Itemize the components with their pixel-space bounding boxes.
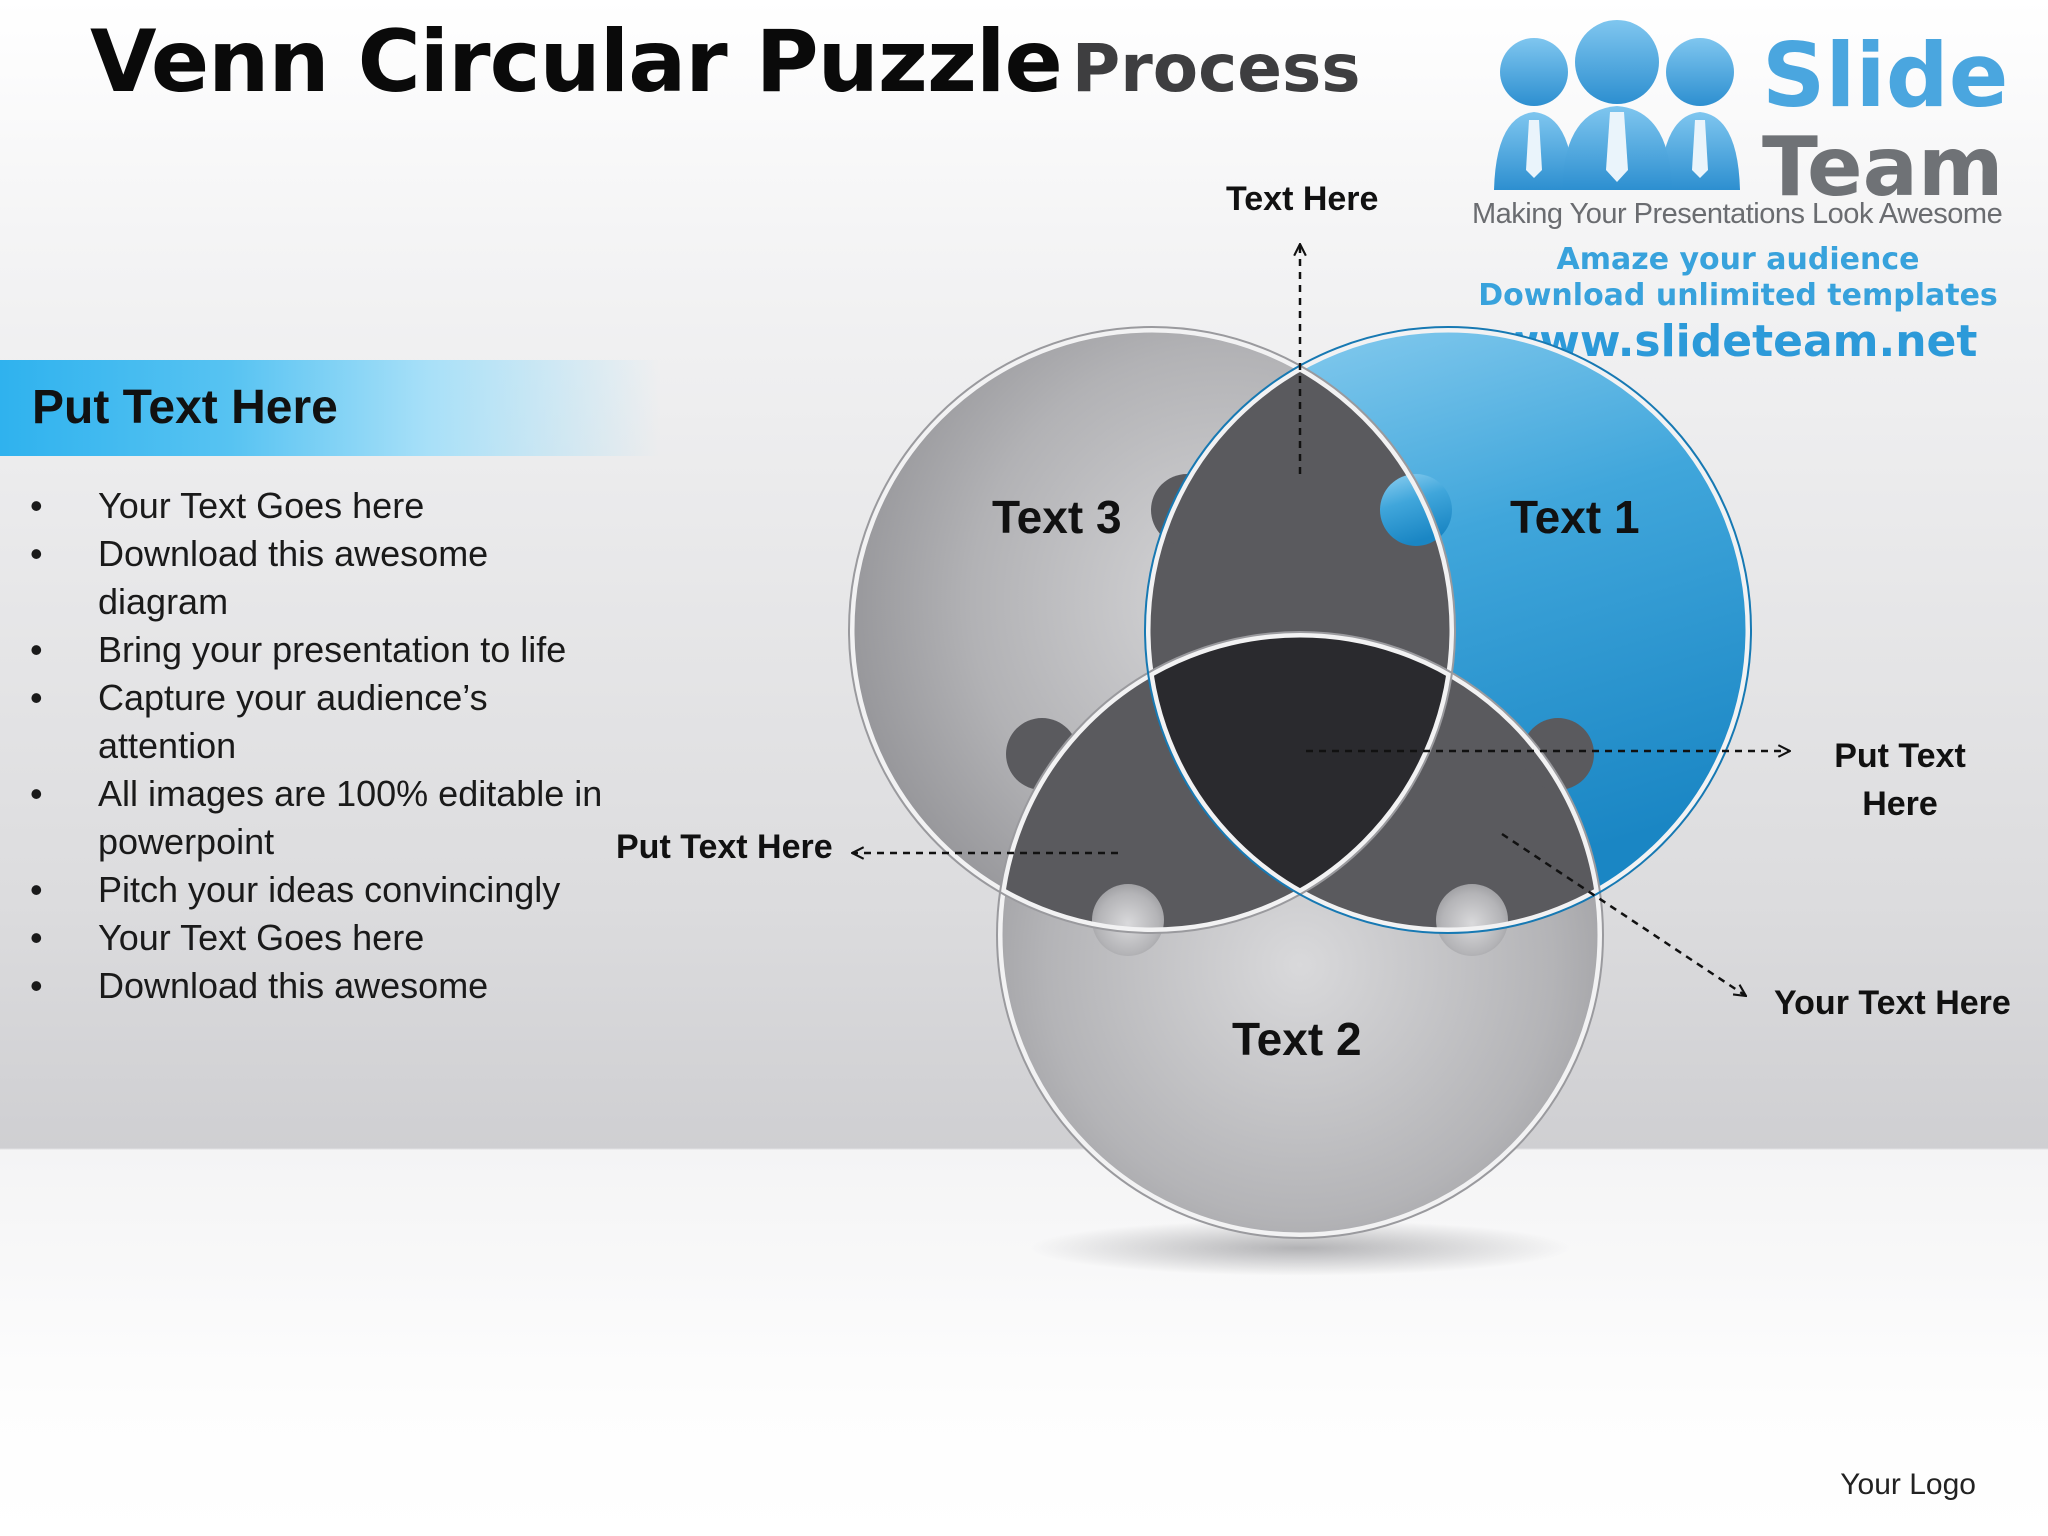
bullet-item: •Your Text Goes here [30, 482, 620, 530]
callout-top: Text Here [1226, 180, 1379, 218]
puzzle-knob [1151, 474, 1223, 546]
puzzle-knob [1092, 884, 1164, 956]
bullet-item: •All images are 100% editable in powerpo… [30, 770, 620, 866]
callout-bottom-right: Your Text Here [1774, 984, 2011, 1022]
bullet-dot: • [30, 773, 43, 814]
region-label-text2: Text 2 [1232, 1013, 1362, 1065]
callout-arrow-bottom-right [1501, 832, 1746, 996]
title-sub: Process [1071, 30, 1361, 107]
bullet-list: •Your Text Goes here •Download this awes… [30, 482, 620, 1010]
diagram-shadow [1030, 1220, 1570, 1276]
puzzle-knob [1006, 718, 1078, 790]
panel-header: Put Text Here [0, 360, 660, 456]
bullet-dot: • [30, 629, 43, 670]
logo-tagline: Making Your Presentations Look Awesome [1472, 198, 2003, 230]
callout-left: Put Text Here [616, 828, 833, 866]
logo-promo-line2: Download unlimited templates [1478, 278, 1998, 313]
bullet-item: •Download this awesome [30, 962, 620, 1010]
bullet-dot: • [30, 965, 43, 1006]
bullet-dot: • [30, 533, 43, 574]
bullet-dot: • [30, 485, 43, 526]
slideteam-logo: Slide Team Making Your Presentations Loo… [1468, 20, 2028, 370]
circle-outlines [849, 327, 1751, 1238]
bullet-item: •Your Text Goes here [30, 914, 620, 962]
logo-promo-line1: Amaze your audience [1556, 242, 1920, 277]
bullet-dot: • [30, 869, 43, 910]
people-group-icon [1494, 20, 1740, 190]
puzzle-knob [1522, 718, 1594, 790]
bullet-item: •Pitch your ideas convincingly [30, 866, 620, 914]
logo-brand-line2: Team [1762, 120, 2004, 215]
title-main: Venn Circular Puzzle [90, 12, 1063, 112]
bullet-dot: • [30, 917, 43, 958]
panel-header-text: Put Text Here [32, 381, 338, 434]
bullet-dot: • [30, 677, 43, 718]
region-label-text3: Text 3 [992, 491, 1122, 543]
footer-logo: Your Logo [1840, 1468, 1976, 1501]
callout-right: Put Text Here [1834, 737, 1966, 823]
circle-rim-blue [1144, 326, 1752, 934]
bullet-item: •Capture your audience’s attention [30, 674, 620, 770]
region-label-text1: Text 1 [1510, 491, 1640, 543]
puzzle-knob [1436, 884, 1508, 956]
bullet-item: •Download this awesome diagram [30, 530, 620, 626]
circle-rims [848, 326, 1604, 1239]
logo-brand-line1: Slide [1762, 24, 2009, 127]
bullet-item: •Bring your presentation to life [30, 626, 620, 674]
